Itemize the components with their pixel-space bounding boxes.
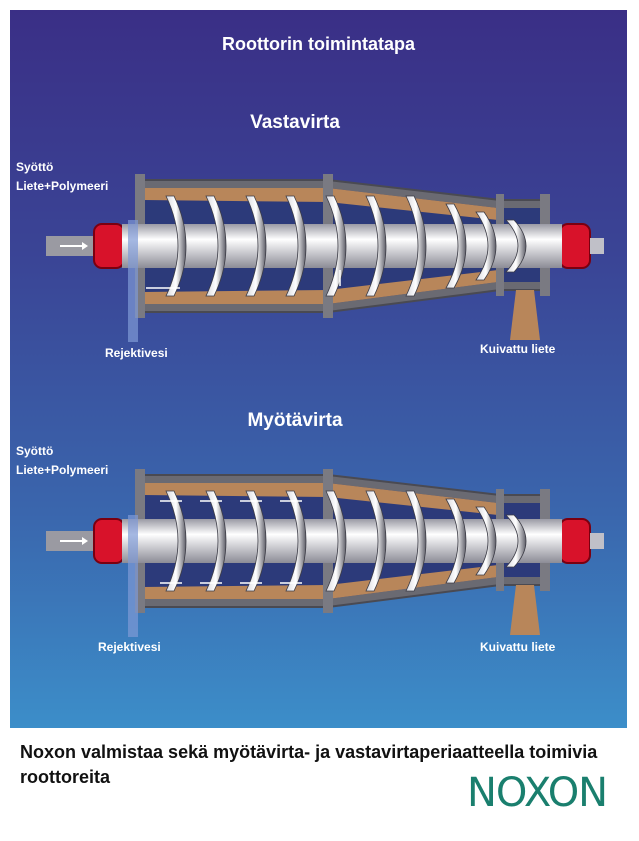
screw-flight — [405, 195, 427, 297]
bearing-right — [559, 223, 591, 269]
sludge-layer-top — [143, 188, 498, 220]
dried-sludge-discharge — [510, 585, 540, 635]
screw-flight — [205, 195, 227, 297]
screw-flight — [325, 195, 347, 297]
screw-flight — [205, 490, 227, 592]
feed-label: Syöttö Liete+Polymeeri — [16, 158, 108, 196]
screw-flight — [245, 195, 267, 297]
dried-sludge-discharge — [510, 290, 540, 340]
screw-flight — [165, 195, 187, 297]
feed-label-line1: Syöttö — [16, 444, 54, 458]
screw-flight — [285, 490, 307, 592]
reject-water-stream — [128, 515, 138, 637]
dried-sludge-label: Kuivattu liete — [480, 342, 556, 356]
reject-water-label: Rejektivesi — [98, 640, 161, 654]
screw-flight — [445, 203, 467, 289]
logo-wordmark: NOXON — [467, 770, 608, 816]
reject-water-label: Rejektivesi — [105, 346, 168, 360]
screw-flight — [475, 211, 497, 281]
feed-label: Syöttö Liete+Polymeeri — [16, 442, 108, 480]
sludge-layer-top — [143, 483, 498, 515]
feed-label-line2: Liete+Polymeeri — [16, 179, 109, 193]
bearing-left — [93, 518, 125, 564]
screw-flight — [475, 506, 497, 576]
reject-water-stream — [128, 220, 138, 342]
decanter-co-current — [46, 469, 604, 637]
sludge-layer-bottom — [143, 565, 498, 599]
screw-flight — [365, 490, 387, 592]
noxon-logo: NOXON — [467, 770, 619, 818]
dried-sludge-label: Kuivattu liete — [480, 640, 556, 654]
diagram-panel: Roottorin toimintatapa Vastavirta Syöttö… — [10, 10, 627, 728]
feed-arrow-head — [82, 537, 88, 545]
screw-flight — [505, 219, 527, 273]
caption-text: Noxon valmistaa sekä myötävirta- ja vast… — [20, 742, 598, 787]
decanter-counter-current — [46, 174, 604, 342]
feed-label-line2: Liete+Polymeeri — [16, 463, 109, 477]
screw-flight — [405, 490, 427, 592]
screw-flight — [165, 490, 187, 592]
shaft-end-right — [590, 533, 604, 549]
screw-flight — [505, 514, 527, 568]
bearing-right — [559, 518, 591, 564]
section-heading-co: Myötävirta — [247, 410, 343, 431]
sludge-layer-bottom — [143, 270, 498, 304]
screw-flight — [245, 490, 267, 592]
screw-flight — [285, 195, 307, 297]
bearing-left — [93, 223, 125, 269]
screw-flight — [445, 498, 467, 584]
feed-label-line1: Syöttö — [16, 160, 54, 174]
page-title: Roottorin toimintatapa — [222, 34, 415, 54]
section-heading-counter: Vastavirta — [250, 112, 340, 133]
feed-arrow-head — [82, 242, 88, 250]
screw-flight — [325, 490, 347, 592]
shaft-end-right — [590, 238, 604, 254]
screw-flight — [365, 195, 387, 297]
